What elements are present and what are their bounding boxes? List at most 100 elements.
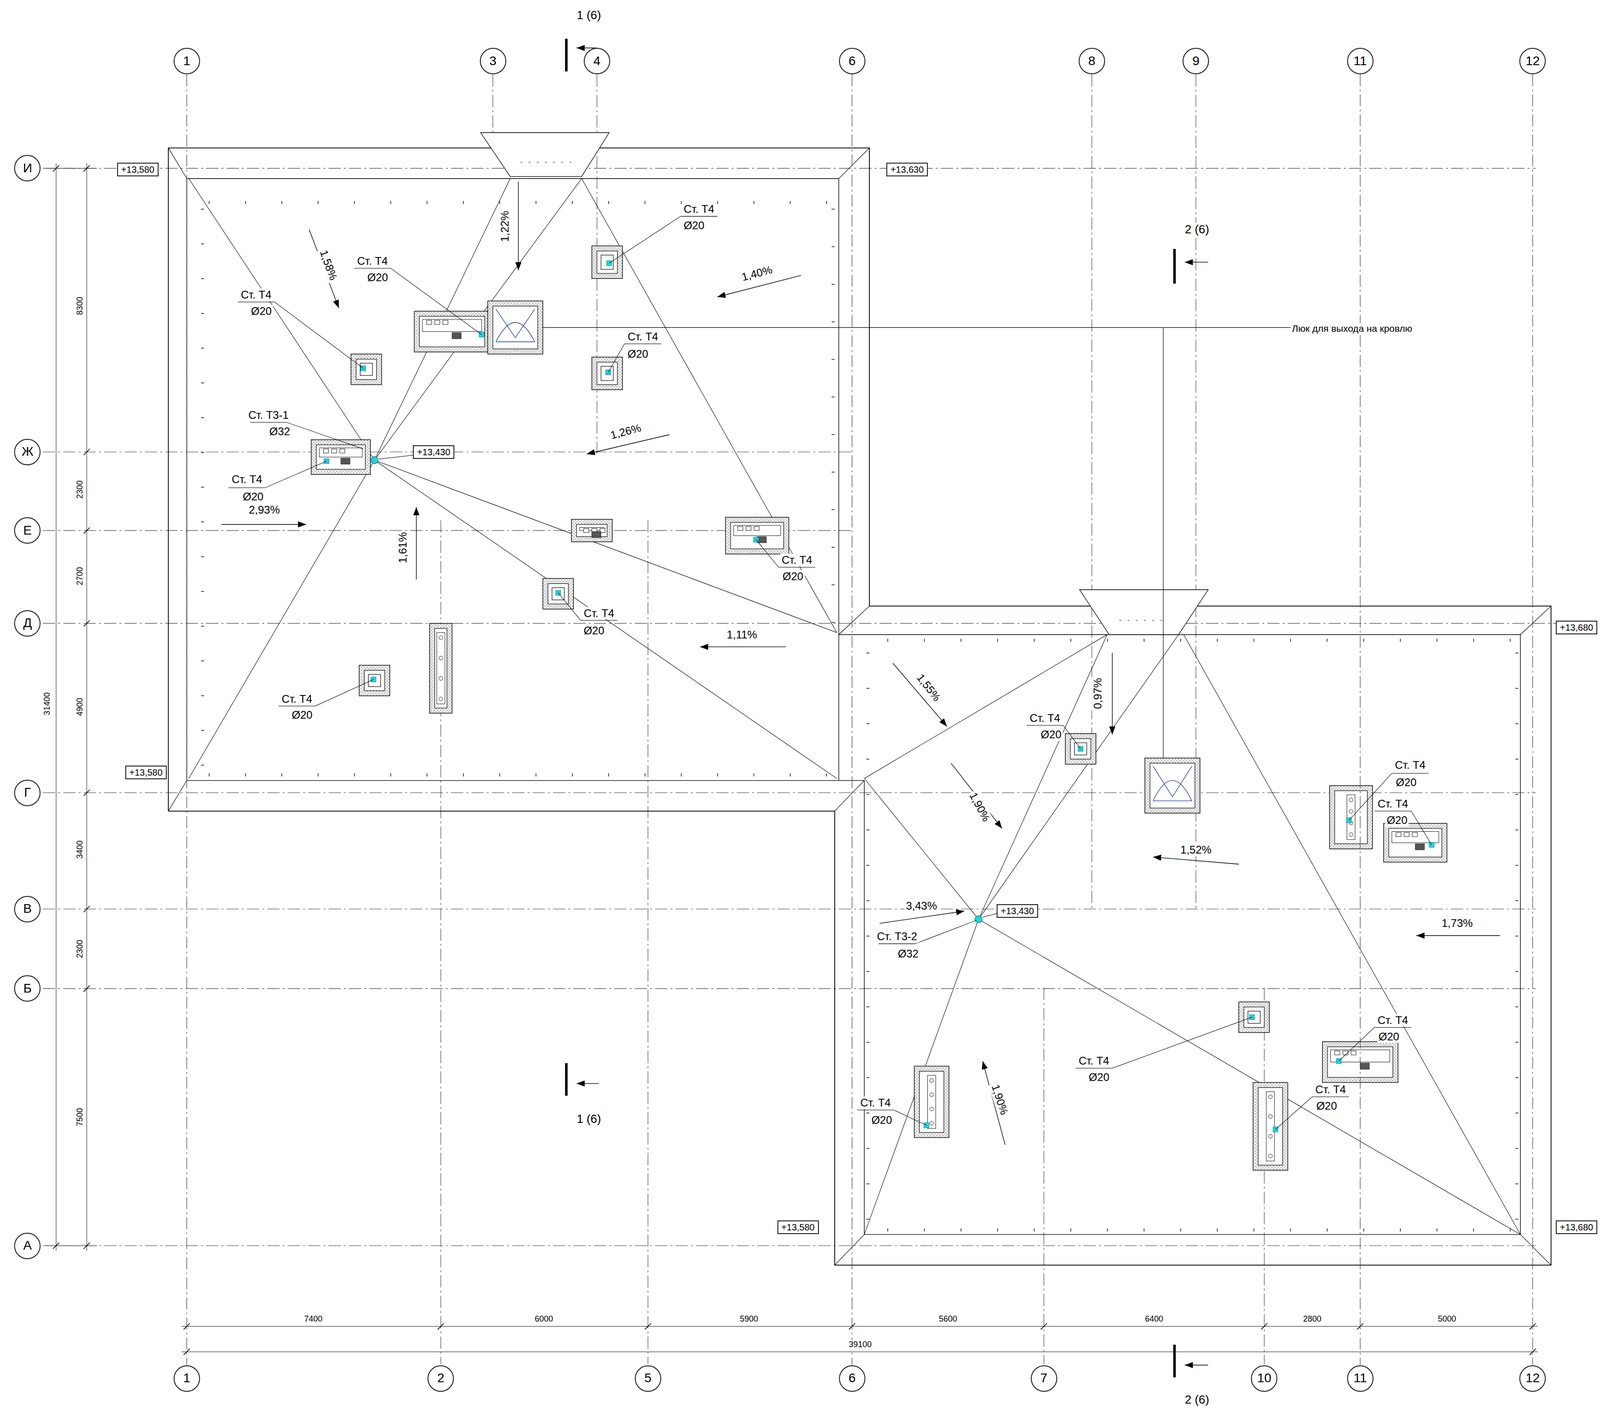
drip-tick bbox=[200, 660, 205, 662]
axis-bubble: 10 bbox=[1250, 1365, 1278, 1392]
unit-vent bbox=[737, 526, 743, 531]
drip-tick bbox=[200, 521, 205, 523]
drip-tick bbox=[1070, 1228, 1071, 1232]
equipment-curb bbox=[493, 306, 539, 350]
section-arrow bbox=[576, 1083, 599, 1084]
drip-tick bbox=[831, 584, 835, 586]
callout-underline bbox=[228, 487, 266, 489]
axis-bubble: 2 bbox=[427, 1365, 454, 1392]
drip-tick bbox=[866, 758, 870, 760]
unit-block bbox=[591, 531, 602, 538]
drip-tick bbox=[1515, 758, 1519, 760]
callout-text: Ø20 bbox=[682, 219, 706, 232]
unit-fan bbox=[1268, 1154, 1273, 1158]
drip-tick bbox=[1143, 638, 1145, 642]
drip-tick bbox=[826, 773, 827, 777]
callout-text: Ø20 bbox=[290, 708, 314, 722]
slope-value: 2,93% bbox=[247, 503, 282, 517]
unit-block bbox=[1360, 1063, 1370, 1070]
axis-label: А bbox=[23, 1238, 32, 1253]
drip-tick bbox=[789, 200, 791, 205]
drip-tick bbox=[831, 509, 835, 510]
equipment-hatched-base bbox=[914, 1066, 949, 1138]
unit-vent bbox=[1351, 1050, 1357, 1055]
drip-tick bbox=[1217, 638, 1218, 642]
equipment-hatched-base bbox=[542, 578, 574, 609]
equipment-curb bbox=[316, 444, 366, 470]
drip-tick bbox=[1515, 1112, 1519, 1114]
drip-tick bbox=[924, 1228, 925, 1232]
leader-line bbox=[1411, 811, 1432, 845]
unit-panel bbox=[1347, 794, 1356, 840]
parapet-outer bbox=[168, 810, 835, 812]
axis-bubble: 1 bbox=[173, 1365, 201, 1392]
dimension-value: 6000 bbox=[533, 1314, 555, 1324]
drip-tick bbox=[1515, 652, 1519, 654]
unit-fan bbox=[1268, 1114, 1273, 1119]
slope-value: 1,90% bbox=[966, 788, 993, 825]
drip-tick bbox=[866, 829, 870, 830]
dimension-value: 7400 bbox=[302, 1314, 324, 1324]
drip-tick bbox=[1436, 638, 1438, 642]
equipment-curb bbox=[596, 362, 618, 385]
unit-vent bbox=[331, 448, 337, 453]
unit-block bbox=[1415, 843, 1425, 850]
callout-underline bbox=[878, 943, 916, 944]
drip-tick bbox=[866, 1077, 870, 1078]
leader-line bbox=[274, 302, 364, 369]
leader-line bbox=[286, 422, 364, 449]
drip-tick bbox=[317, 200, 319, 205]
unit-vent bbox=[442, 320, 448, 325]
leader-line bbox=[558, 592, 581, 621]
dimension-tick bbox=[83, 789, 90, 796]
equipment-curb bbox=[1334, 790, 1368, 844]
drip-tick bbox=[200, 486, 205, 488]
slope-arrow bbox=[518, 181, 519, 271]
leader-line bbox=[1275, 1096, 1313, 1130]
axis-bubble: 11 bbox=[1347, 1365, 1374, 1392]
equipment-hatched-base bbox=[1253, 1082, 1288, 1171]
callout-underline bbox=[1391, 772, 1429, 774]
axis-label: Ж bbox=[21, 444, 34, 459]
drip-tick bbox=[390, 200, 391, 205]
section-mark: 2 (6) bbox=[1183, 222, 1211, 237]
slope-arrow bbox=[951, 763, 1003, 829]
axis-bubble: 11 bbox=[1347, 47, 1374, 75]
drip-tick bbox=[887, 1228, 888, 1232]
roof-slope-line bbox=[374, 460, 837, 779]
dimension-value: 39100 bbox=[847, 1339, 874, 1350]
callout-text: Ст. Т4 bbox=[230, 473, 264, 486]
drip-tick bbox=[644, 200, 646, 205]
section-arrow bbox=[1184, 262, 1209, 263]
drip-tick bbox=[1399, 1228, 1401, 1232]
drip-tick bbox=[680, 200, 682, 205]
unit-panel bbox=[733, 525, 781, 536]
dimension-tick bbox=[83, 905, 90, 912]
axis-bubble: 8 bbox=[1078, 47, 1106, 75]
parapet-corner bbox=[838, 148, 870, 179]
roof-slope-line bbox=[978, 919, 1521, 1235]
callout-text: Ст. Т4 bbox=[859, 1096, 893, 1110]
grid-axis-line bbox=[1043, 987, 1045, 1364]
leader-line bbox=[609, 216, 681, 264]
drip-tick bbox=[831, 434, 835, 435]
axis-bubble: 3 bbox=[479, 47, 507, 75]
drip-tick bbox=[1515, 900, 1519, 901]
drip-tick bbox=[200, 417, 205, 418]
drip-tick bbox=[1436, 1228, 1438, 1232]
equipment-hatched-base bbox=[1144, 757, 1200, 813]
drain-pipe-marker bbox=[1249, 1014, 1255, 1020]
drip-tick bbox=[354, 200, 355, 205]
drip-tick bbox=[997, 1228, 998, 1232]
section-mark: 1 (6) bbox=[575, 8, 602, 23]
equipment-hatched-base bbox=[725, 517, 789, 555]
drip-tick bbox=[426, 773, 428, 777]
slope-value: 1,73% bbox=[1440, 916, 1475, 930]
section-cut-bar bbox=[1172, 248, 1176, 284]
dimension-value: 5600 bbox=[937, 1314, 959, 1324]
drip-tick bbox=[866, 864, 870, 866]
section-cut-bar bbox=[565, 1063, 568, 1096]
slope-value: 1,55% bbox=[913, 670, 944, 705]
section-mark: 2 (6) bbox=[1183, 1393, 1211, 1407]
